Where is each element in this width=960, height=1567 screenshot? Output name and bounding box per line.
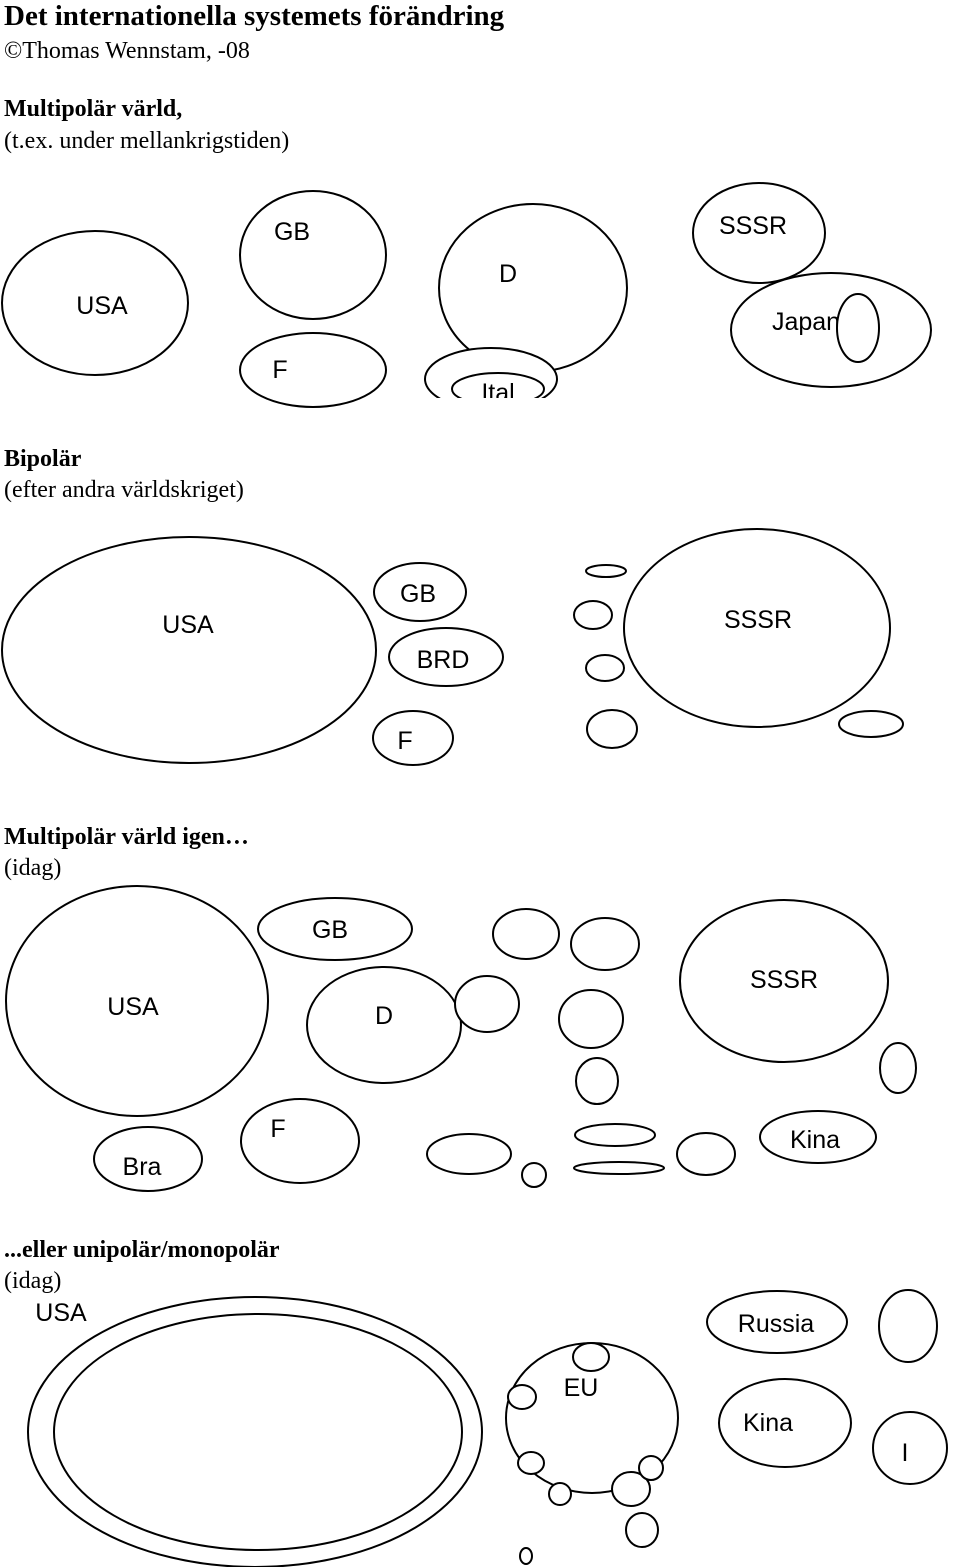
section-multipolar-subtitle: (t.ex. under mellankrigstiden) [4,128,290,154]
small-state-ellipse [625,1512,659,1548]
sssr-ellipse [679,899,889,1063]
section3-group: USA GB D F Bra SSSR Kina [5,885,917,1192]
gb-label: GB [274,218,310,246]
small-state-ellipse [585,654,625,682]
section2-group: USA GB BRD F SSSR [1,528,904,766]
sssr-ellipse [692,182,826,284]
small-state-ellipse [570,917,640,971]
japan-inner-ellipse [836,293,880,363]
f-ellipse [240,1098,360,1184]
russia-ellipse [706,1290,848,1354]
d-label: D [375,1002,393,1030]
bra-ellipse [93,1126,203,1192]
sssr-ellipse [623,528,891,728]
usa-label: USA [162,611,214,639]
small-state-ellipse [426,1133,512,1175]
kina-label: Kina [790,1126,840,1154]
small-state-ellipse [586,709,638,749]
f-label: F [272,356,287,384]
section-multipolar-title: Multipolär värld, [4,96,183,122]
f-label: F [397,727,412,755]
sssr-label: SSSR [724,606,792,634]
section-multipolar-again-title: Multipolär värld igen… [4,824,249,850]
author-credit: ©Thomas Wennstam, -08 [4,38,250,64]
section-bipolar-title: Bipolär [4,446,82,472]
i-label: I [902,1439,909,1467]
brd-label: BRD [417,646,470,674]
bra-label: Bra [123,1153,162,1181]
section1-group: USA GB F D Ital SSSR Japan [1,182,932,408]
f-ellipse [372,710,454,766]
eu-label: EU [564,1374,599,1402]
eu-member-ellipse [507,1384,537,1410]
gb-ellipse [257,897,413,961]
section-bipolar-subtitle: (efter andra världskriget) [4,477,244,503]
kina-ellipse [718,1378,852,1468]
small-state-ellipse [574,1123,656,1147]
brd-ellipse [388,627,504,687]
d-ellipse [306,966,462,1084]
sssr-label: SSSR [750,966,818,994]
d-ellipse [438,203,628,373]
small-state-ellipse [878,1289,938,1363]
usa-ellipse [1,230,189,376]
small-state-ellipse [521,1162,547,1188]
gb-ellipse [373,562,467,622]
d-label: D [499,260,517,288]
section4-group: USA EU Russia Kina I [27,1289,948,1567]
small-state-ellipse [573,600,613,630]
eu-member-ellipse [572,1342,610,1372]
usa-ellipse [1,536,377,764]
eu-member-ellipse [638,1455,664,1481]
usa-inner-ellipse [53,1313,463,1551]
small-state-ellipse [879,1042,917,1094]
section-unipolar-title: ...eller unipolär/monopolär [4,1237,280,1263]
japan-label: Japan [772,308,840,336]
section-unipolar-subtitle: (idag) [4,1268,62,1294]
small-state-ellipse [492,908,560,960]
usa-label: USA [107,993,159,1021]
sssr-label: SSSR [719,212,787,240]
small-state-ellipse [585,564,627,578]
ital-label: Ital [481,379,514,407]
i-ellipse [872,1411,948,1485]
small-state-ellipse [558,989,624,1049]
eu-member-ellipse [611,1471,651,1507]
f-ellipse [239,332,387,408]
small-state-ellipse [575,1057,619,1105]
gb-ellipse [239,190,387,320]
page-title: Det internationella systemets förändring [4,0,505,32]
small-state-ellipse [519,1547,533,1565]
kina-ellipse [759,1110,877,1164]
f-label: F [270,1115,285,1143]
japan-ellipse [730,272,932,388]
kina-label: Kina [743,1409,793,1437]
gb-label: GB [312,916,348,944]
small-state-ellipse [454,975,520,1033]
small-state-ellipse [676,1132,736,1176]
gb-label: GB [400,580,436,608]
usa-label: USA [76,292,128,320]
russia-label: Russia [738,1310,815,1338]
usa-ellipse [5,885,269,1117]
section-multipolar-again-subtitle: (idag) [4,855,62,881]
eu-member-ellipse [548,1482,572,1506]
small-state-ellipse [838,710,904,738]
usa-label: USA [35,1299,87,1327]
small-state-ellipse [573,1161,665,1175]
eu-member-ellipse [517,1451,545,1475]
ital-inner-ellipse [451,372,545,398]
